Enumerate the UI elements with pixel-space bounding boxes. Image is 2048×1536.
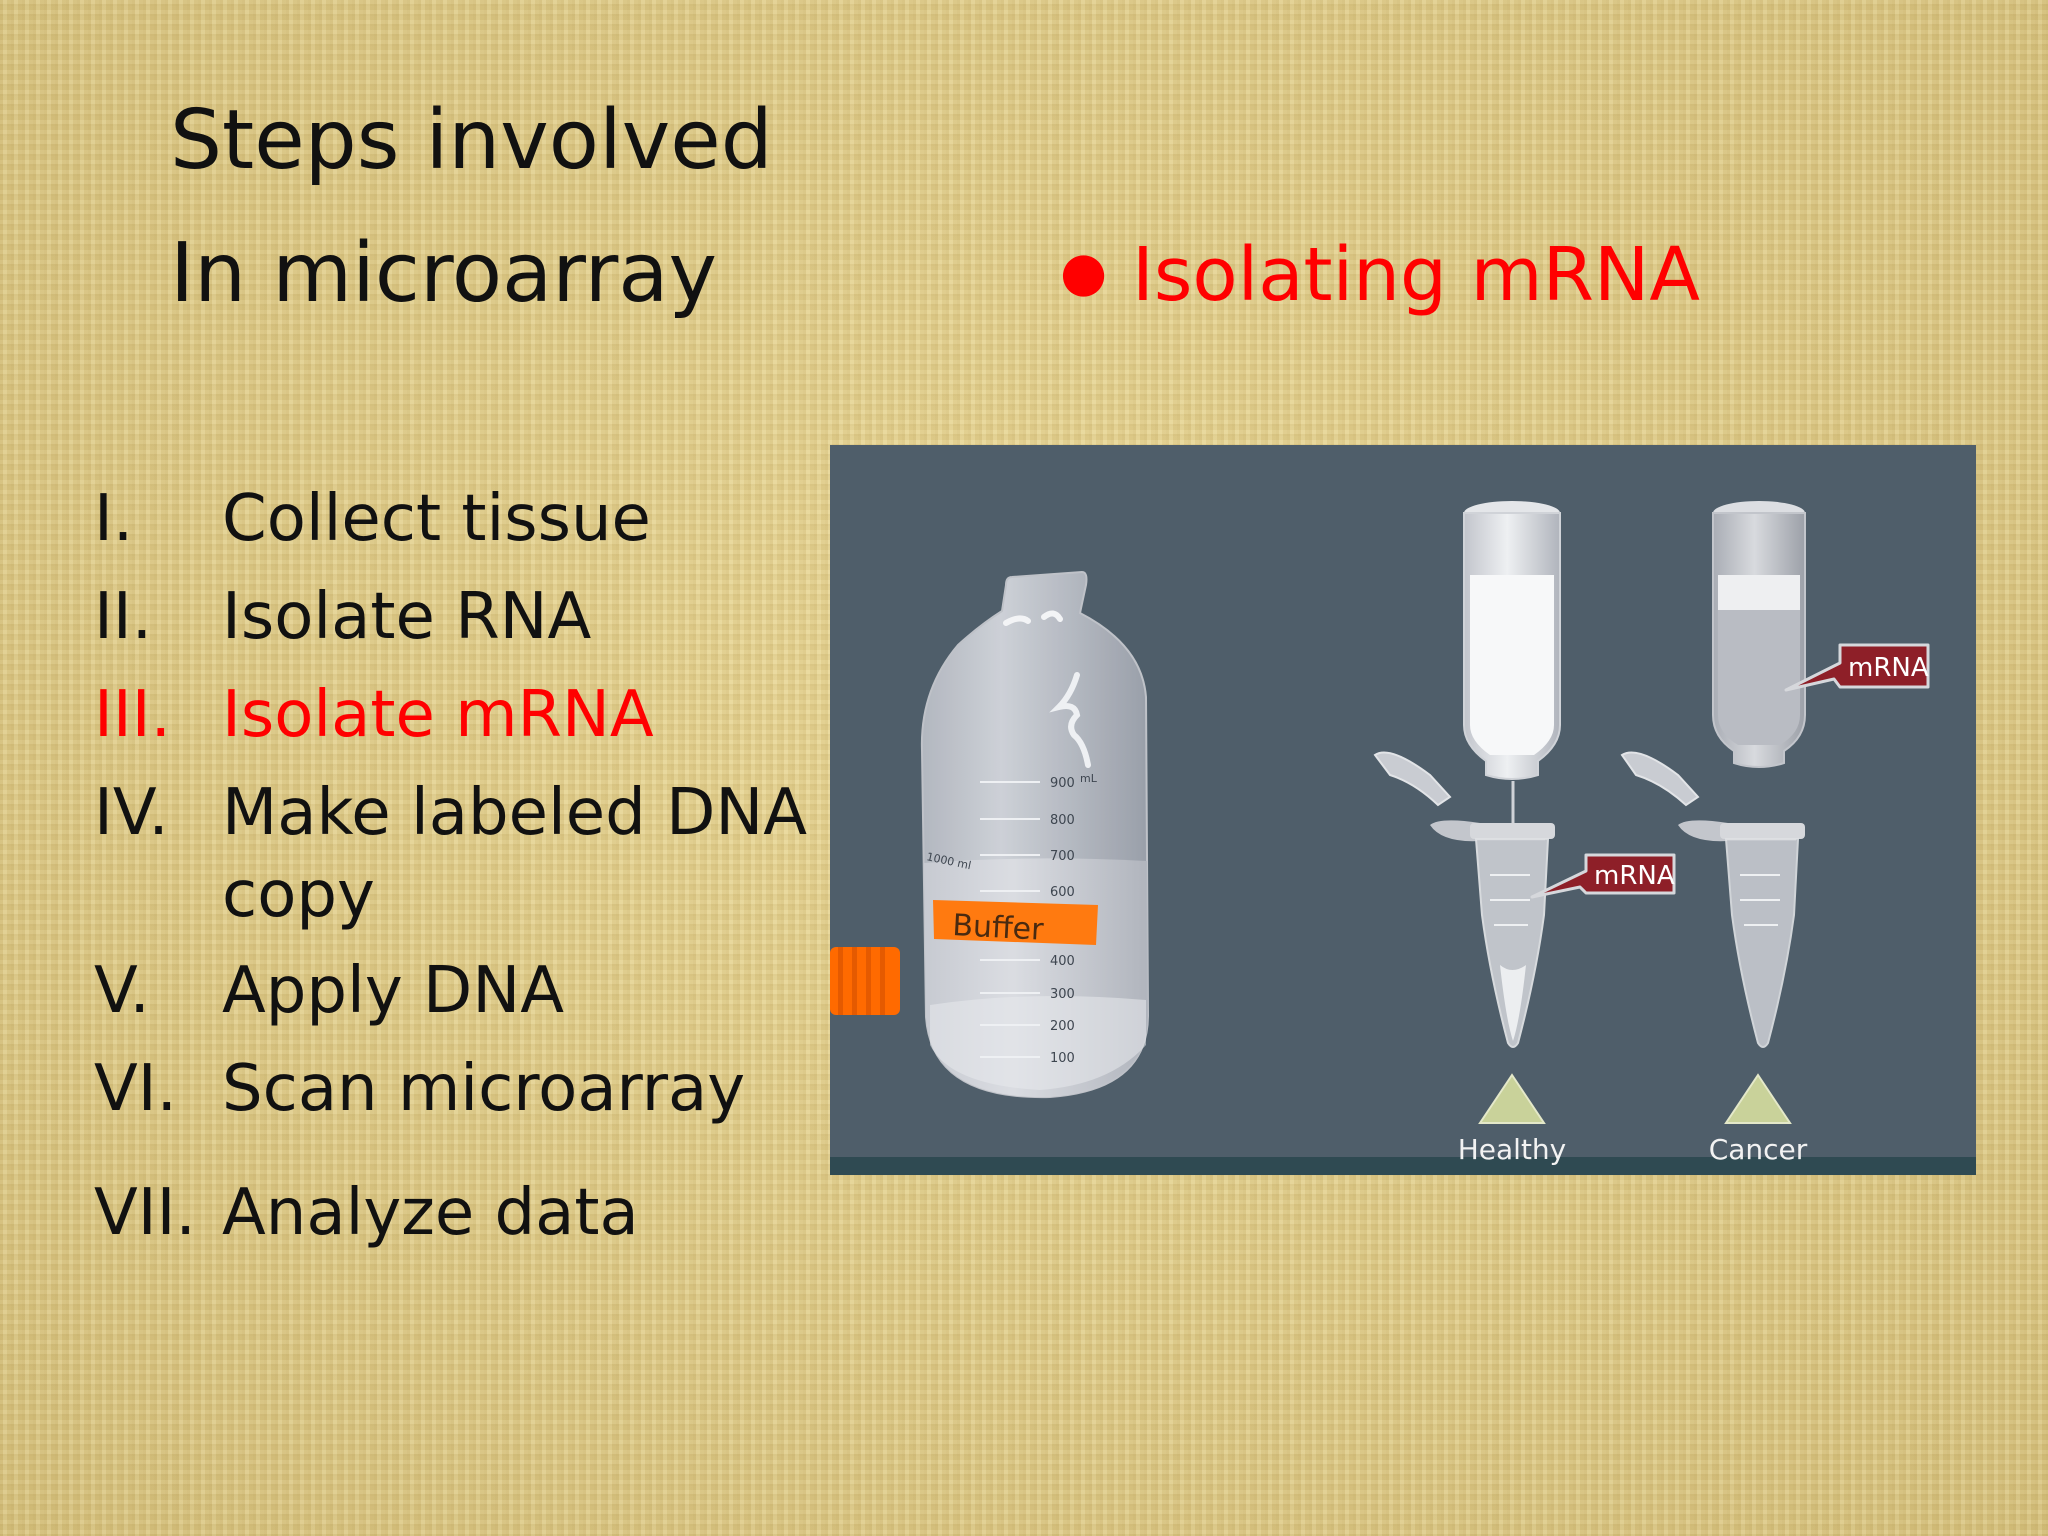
healthy-label: Healthy xyxy=(1458,1133,1567,1166)
mrna-tag-label: mRNA xyxy=(1848,653,1929,683)
step-text: Make labeled DNA xyxy=(222,776,807,850)
bottle-mark: 200 xyxy=(1050,1019,1075,1034)
cancer-stand-triangle-icon xyxy=(1724,1073,1792,1124)
step-number: III. xyxy=(94,678,171,752)
step-text-continued: copy xyxy=(222,858,375,932)
cancer-spin-column-icon xyxy=(1712,501,1806,768)
step-number: I. xyxy=(94,482,134,556)
step-text: Isolate mRNA xyxy=(222,678,654,752)
step-number: II. xyxy=(94,580,153,654)
healthy-spin-column-icon xyxy=(1463,501,1561,825)
bottle-label: Buffer xyxy=(952,908,1045,948)
slide-title-line-2: In microarray xyxy=(170,226,718,321)
bottle-mark: 400 xyxy=(1050,954,1075,969)
step-text: Scan microarray xyxy=(222,1052,746,1126)
step-text: Isolate RNA xyxy=(222,580,592,654)
step-text: Apply DNA xyxy=(222,954,564,1028)
step-text: Analyze data xyxy=(222,1176,639,1250)
bottle-mark: 800 xyxy=(1050,813,1075,828)
buffer-bottle-icon: 900 mL 800 700 600 400 300 200 100 1000 … xyxy=(920,570,1150,1099)
step-number: IV. xyxy=(94,776,169,850)
step-number: V. xyxy=(94,954,150,1028)
bullet-dot-icon: ● xyxy=(1060,240,1108,303)
figure-floor xyxy=(830,1157,1976,1175)
slide-title-line-1: Steps involved xyxy=(170,93,773,188)
bottle-mark: 300 xyxy=(1050,987,1075,1002)
mrna-tag-healthy: mRNA xyxy=(1530,853,1676,899)
current-step-text: Isolating mRNA xyxy=(1132,232,1701,318)
mrna-tag-label: mRNA xyxy=(1594,861,1675,891)
healthy-stand-triangle-icon xyxy=(1478,1073,1546,1124)
bottle-unit: mL xyxy=(1080,772,1098,785)
bottle-mark: 900 xyxy=(1050,776,1075,791)
bottle-mark: 600 xyxy=(1050,885,1075,900)
step-text: Collect tissue xyxy=(222,482,651,556)
bottle-mark: 700 xyxy=(1050,849,1075,864)
bottle-cap-icon xyxy=(830,947,900,1015)
step-number: VII. xyxy=(94,1176,196,1250)
step-number: VI. xyxy=(94,1052,177,1126)
bottle-mark: 100 xyxy=(1050,1051,1075,1066)
cancer-microtube-icon xyxy=(1620,751,1805,1048)
current-step-bullet: ●Isolating mRNA xyxy=(1060,238,1700,312)
cancer-label: Cancer xyxy=(1709,1133,1808,1166)
healthy-microtube-icon xyxy=(1373,751,1555,1048)
mrna-isolation-illustration: 900 mL 800 700 600 400 300 200 100 1000 … xyxy=(830,445,1976,1175)
mrna-tag-cancer: mRNA xyxy=(1784,643,1930,692)
